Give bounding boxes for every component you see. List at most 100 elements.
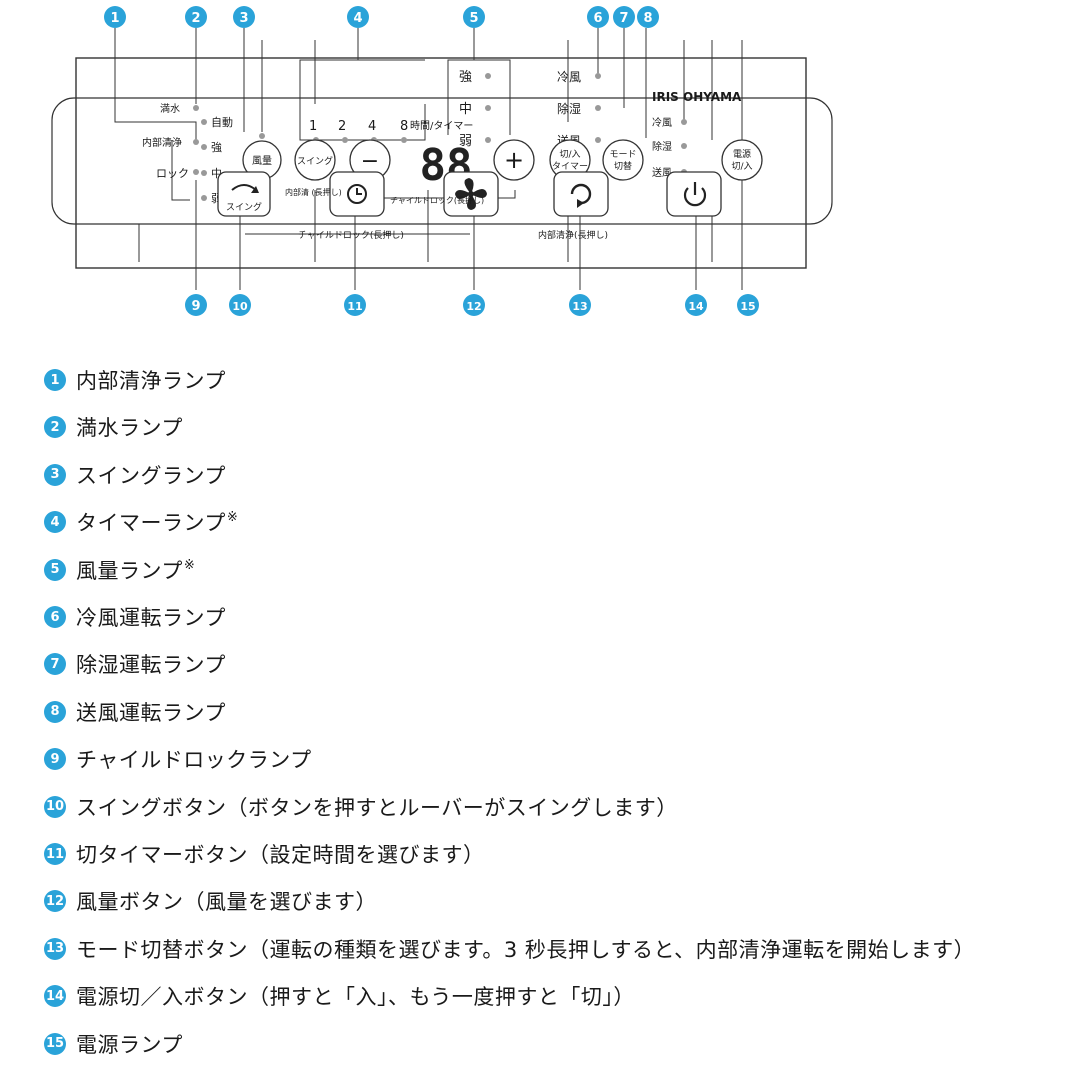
mode-cool-small-label: 冷風 [652,116,672,129]
legend-number-badge: 8 [44,700,66,723]
swing-small-button-label: スイング [297,155,333,167]
legend-text: 送風運転ランプ [76,700,226,725]
callout-4: 4 [347,6,369,28]
power-small-label-2: 切/入 [731,161,752,172]
control-panel-diagram: 1 2 3 4 5 6 7 8 9 10 11 12 13 14 15 [51,6,833,316]
callout-12-label: 12 [466,300,481,313]
callout-5: 5 [463,6,485,28]
callout-14: 14 [685,294,707,316]
callout-2: 2 [185,6,207,28]
callout-13: 13 [569,294,591,316]
brand-logo: IRIS OHYAMA [652,90,742,104]
callout-1: 1 [104,6,126,28]
buttons-round: 風量 スイング − + 切/入 タイマー モード 切替 電源 切/入 [242,139,763,181]
legend-note-mark: ※ [226,510,239,526]
swing-button-label: スイング [226,201,262,213]
fan-button[interactable] [443,171,499,217]
legend-text: 風量ランプ※ [76,557,196,583]
leader-lines [114,28,743,290]
legend-item: 8 送風運転ランプ [44,694,226,730]
legend-text: スイングランプ [76,463,226,488]
legend-text: 風量ボタン（風量を選びます） [76,890,377,915]
internal-clean-hold-label: 内部清 (長押し) [285,187,342,197]
callout-3-label: 3 [239,11,248,26]
timer-toggle-button[interactable]: 切/入 タイマー [549,139,591,181]
power-icon [683,187,707,207]
off-timer-button[interactable] [329,171,385,217]
swing-button[interactable]: スイング [217,171,271,217]
mode-small-label-2: 切替 [614,160,632,172]
clock-icon [347,184,367,204]
lamp-medium-label: 中 [211,167,222,180]
callout-8: 8 [637,6,659,28]
fan-speed-button[interactable]: 風量 [242,140,282,180]
legend-number-badge: 3 [44,463,66,486]
power-small-label-1: 電源 [733,149,751,160]
legend-number-badge: 13 [44,937,66,960]
legend-text: 電源切／入ボタン（押すと「入」、もう一度押すと「切」） [76,985,635,1010]
timer-4-label: 4 [368,119,376,134]
fan-strong-label: 強 [459,70,472,85]
legend-text: 冷風運転ランプ [76,606,226,630]
mode-fan-small-label: 送風 [652,166,672,179]
fan-weak-label: 弱 [459,134,472,149]
swing-arrow-head-icon [251,186,259,193]
legend-number-badge: 7 [44,653,66,676]
legend-text: チャイルドロックランプ [76,748,312,773]
legend-item: 10 スイングボタン（ボタンを押すとルーバーがスイングします） [44,789,678,825]
callout-7-label: 7 [619,11,628,26]
lamp-strong-label: 強 [211,141,222,154]
legend-item: 15 電源ランプ [44,1026,183,1062]
legend-text: 電源ランプ [76,1032,183,1057]
legend-number-badge: 15 [44,1032,66,1055]
callout-6-label: 6 [593,11,602,26]
lamp-weak-label: 弱 [211,192,222,205]
callout-14-label: 14 [688,300,704,313]
mode-cool-label: 冷風 [557,70,581,84]
callout-12: 12 [463,294,485,316]
swing-small-button[interactable]: スイング [294,139,336,181]
lamp-labels: 満水 自動 内部清浄 強 ロック 中 弱 1 2 4 8 時間/タイマー 強 中… [142,70,742,205]
legend-text: 満水ランプ [76,416,183,441]
legend-text: スイングボタン（ボタンを押すとルーバーがスイングします） [76,795,678,820]
legend-text: 内部清浄ランプ [76,369,226,393]
hold-sublabels: 内部清 (長押し) チャイルドロック(長押し) チャイルドロック(長押し) 内部… [285,187,608,241]
callout-15: 15 [737,294,759,316]
lamp-full-water-label: 満水 [160,103,180,115]
fan-icon [455,178,487,210]
mode-switch-button[interactable] [553,171,609,217]
timer-toggle-label-1: 切/入 [559,149,580,160]
mode-dehumid-small-label: 除湿 [652,140,672,153]
legend-number-badge: 1 [44,369,66,391]
mode-dehumid-label: 除湿 [557,101,581,116]
power-button[interactable] [666,171,722,217]
mode-switch-small-button[interactable]: モード 切替 [602,139,644,181]
power-small-button[interactable]: 電源 切/入 [721,139,763,181]
legend-number-badge: 4 [44,511,66,534]
callout-2-label: 2 [191,11,200,26]
legend-item: 9 チャイルドロックランプ [44,741,312,777]
callout-8-label: 8 [643,11,652,26]
panel-frame [75,57,807,269]
callout-3: 3 [233,6,255,28]
legend-text: 除湿運転ランプ [76,653,226,678]
plus-button[interactable]: + [493,139,535,181]
callout-9-label: 9 [191,299,200,314]
legend-number-badge: 10 [44,795,66,818]
timer-1-label: 1 [309,119,317,134]
legend-note-mark: ※ [183,557,196,573]
legend-number-badge: 6 [44,606,66,628]
panel-face [51,97,833,225]
cycle-icon [570,183,592,205]
legend-item: 3 スイングランプ [44,457,226,493]
timer-unit-label: 時間/タイマー [410,120,473,132]
internal-clean-hold-right-label: 内部清浄(長押し) [538,229,608,241]
legend-text: 切タイマーボタン（設定時間を選びます） [76,843,485,867]
legend-number-badge: 9 [44,748,66,771]
callout-10: 10 [229,294,251,316]
swing-arrow-icon [231,184,257,191]
